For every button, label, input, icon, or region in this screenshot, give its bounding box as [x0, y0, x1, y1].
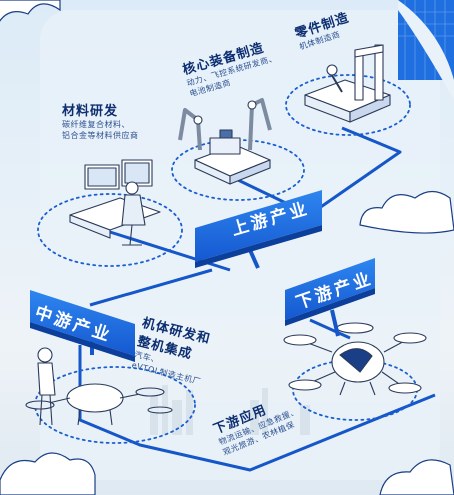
- cloud-right: [359, 190, 454, 234]
- upstream-sign-edge: [195, 225, 322, 268]
- passenger-drone-illustration: [283, 322, 427, 396]
- top-right-curve: [398, 0, 454, 100]
- downstream-sign: [285, 258, 375, 337]
- link-core-to-upstream: [237, 178, 291, 207]
- midstream-sign-edge: [30, 322, 135, 362]
- downstream-sign-post: [330, 309, 340, 337]
- node-material-line-1: 碳纤维复合材料、: [62, 120, 130, 129]
- cloud-bottom-left: [0, 452, 96, 495]
- upstream-sign: [195, 190, 322, 269]
- parts-machine-illustration: [304, 44, 391, 123]
- cloud-top-left: [0, 0, 61, 22]
- core-robot-illustration: [178, 98, 272, 185]
- ring-parts: [285, 74, 411, 136]
- downstream-sign-edge: [285, 288, 375, 326]
- link-parts-to-upstream: [301, 126, 402, 222]
- midstream-sign: [30, 290, 135, 362]
- ring-body: [34, 366, 196, 444]
- ring-material: [37, 193, 183, 267]
- midstream-sign-board: [30, 290, 135, 356]
- link-downstream-sign: [309, 318, 351, 340]
- top-right-grid: [398, 0, 454, 80]
- node-material-label: 材料研发 碳纤维复合材料、 铝合金等材料供应商: [62, 100, 139, 141]
- upstream-sign-post: [248, 249, 260, 269]
- node-material-line-2: 铝合金等材料供应商: [62, 131, 139, 140]
- node-material-title: 材料研发: [62, 104, 119, 119]
- material-lab-illustration: [69, 159, 161, 246]
- cloud-bottom-right: [379, 459, 454, 495]
- link-upstream-to-midstream: [89, 268, 213, 307]
- downstream-sign-board: [285, 258, 375, 320]
- evtol-aircraft-illustration: [25, 347, 173, 426]
- upstream-sign-board: [195, 190, 322, 262]
